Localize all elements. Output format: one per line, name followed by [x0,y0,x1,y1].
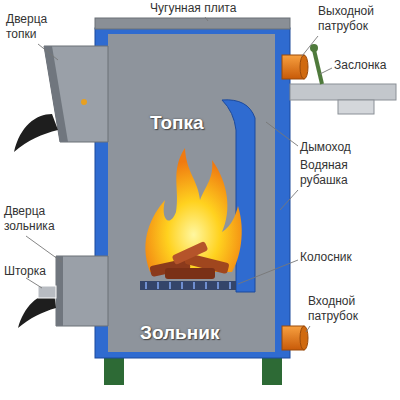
part-label: Входной патрубок [308,294,388,324]
water-jacket [95,28,290,358]
boiler-leg [104,355,124,385]
ash-shutter [38,286,56,298]
chamber-label: Топка [150,112,204,134]
part-label: Шторка [4,264,46,279]
grate [140,281,236,290]
firewood [149,241,229,279]
part-label: Колосник [300,250,352,265]
part-label: Дымоход [300,140,351,155]
inlet-pipe-end [300,326,308,350]
flue-pipe [290,84,396,100]
door-bolt [81,99,87,105]
outlet-pipe-end [300,55,308,79]
chamber-label: Зольник [140,322,219,344]
part-label: Выходной патрубок [318,4,394,34]
part-label: Чугунная плита [150,1,236,16]
damper-box [338,100,374,114]
leader-lines [26,17,332,332]
door-handle [14,114,58,152]
cast-iron-plate [95,18,290,29]
part-label: Дверца зольника [4,204,74,234]
part-label: Водяная рубашка [300,158,380,188]
part-label: Заслонка [334,58,387,73]
boiler-leg [262,355,282,385]
fire-flame [145,148,241,272]
grate-bars [146,282,230,289]
part-label: Дверца топки [6,12,66,42]
damper-lever [314,50,322,84]
ash-door [56,256,108,326]
firebox-chamber [108,34,275,352]
ash-door-edge [56,256,63,326]
